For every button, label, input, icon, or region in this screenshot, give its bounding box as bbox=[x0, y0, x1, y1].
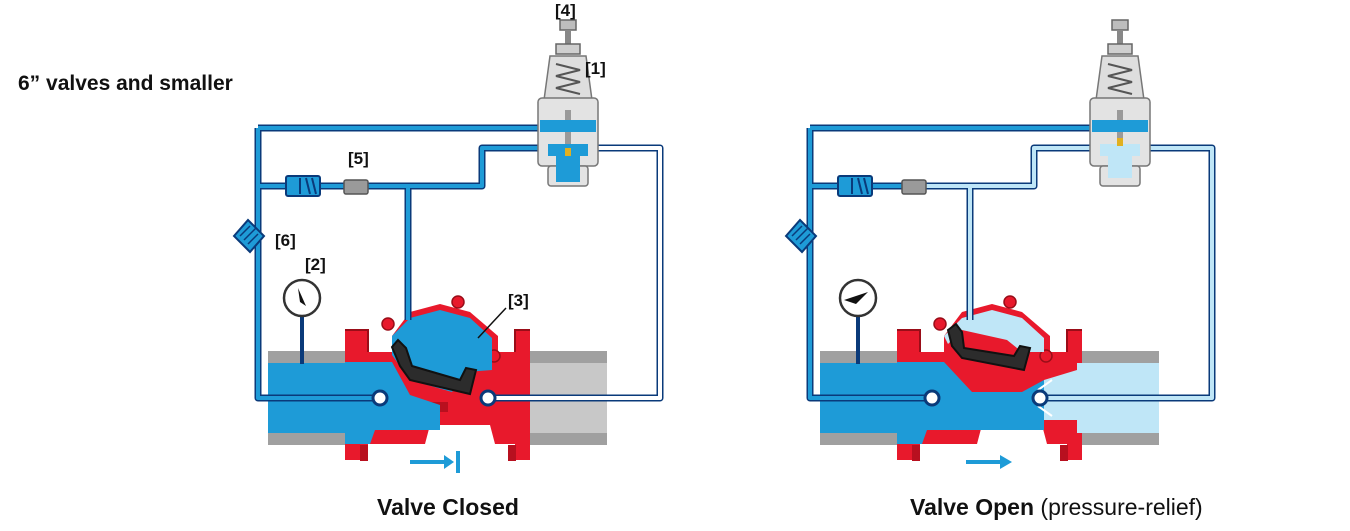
open-valve-diagram bbox=[784, 19, 1216, 469]
diaphragm-assembly bbox=[946, 322, 1032, 372]
arrow-right-icon bbox=[410, 451, 460, 473]
closed-valve-diagram: [4] [1] [5] [6] [2] [3] bbox=[232, 1, 664, 473]
gauge-icon bbox=[838, 278, 878, 364]
label-cover: [3] bbox=[508, 291, 529, 310]
restriction-fitting bbox=[901, 179, 927, 195]
label-gauge: [2] bbox=[305, 255, 326, 274]
label-adjust: [4] bbox=[555, 1, 576, 20]
check-valve-icon bbox=[285, 175, 321, 197]
strainer-icon bbox=[784, 218, 818, 254]
label-strainer: [6] bbox=[275, 231, 296, 250]
caption-open-note: (pressure-relief) bbox=[1040, 494, 1203, 520]
label-pilot: [1] bbox=[585, 59, 606, 78]
label-restriction: [5] bbox=[348, 149, 369, 168]
restriction-fitting bbox=[343, 179, 369, 195]
strainer-icon bbox=[232, 218, 266, 254]
caption-valve-closed: Valve Closed bbox=[377, 494, 519, 520]
check-valve-icon bbox=[837, 175, 873, 197]
page-heading: 6” valves and smaller bbox=[18, 72, 233, 95]
caption-valve-open: Valve Open (pressure-relief) bbox=[910, 494, 1203, 521]
arrow-right-icon bbox=[966, 455, 1012, 469]
caption-open-main: Valve Open bbox=[910, 494, 1035, 520]
diaphragm-assembly bbox=[390, 338, 478, 396]
gauge-icon bbox=[282, 278, 322, 364]
